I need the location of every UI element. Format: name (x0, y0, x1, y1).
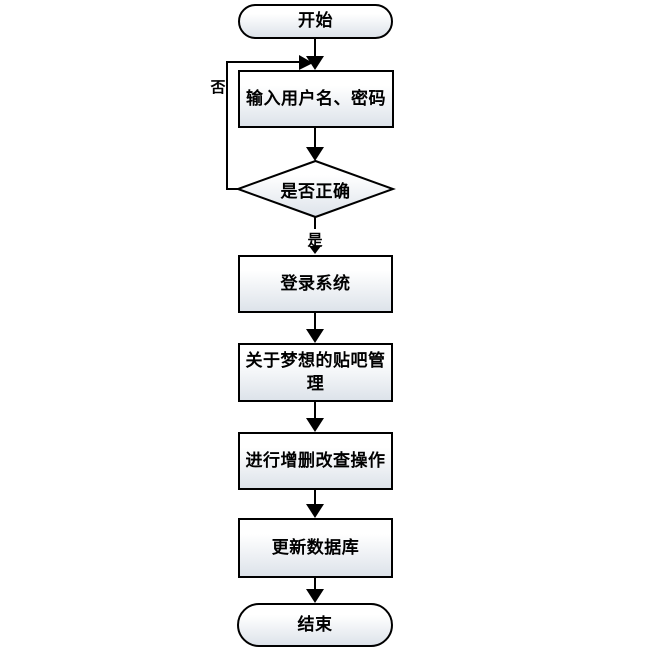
node-start-label: 开始 (298, 11, 333, 32)
node-login-system: 登录系统 (238, 255, 393, 313)
node-input-credentials-label: 输入用户名、密码 (246, 88, 386, 109)
node-end: 结束 (237, 603, 393, 647)
node-start: 开始 (238, 4, 393, 39)
arrowhead-into-decision (306, 147, 324, 161)
node-tieba-management-label: 关于梦想的贴吧管理 (245, 350, 386, 394)
node-decision: 是否正确 (238, 161, 393, 217)
edge-label-no: 否 (210, 78, 226, 96)
arrowhead-no-loop (299, 55, 313, 70)
node-update-database: 更新数据库 (238, 518, 393, 578)
arrowhead-into-end (306, 589, 324, 603)
edge-label-yes: 是 (307, 231, 323, 249)
node-update-database-label: 更新数据库 (271, 537, 360, 558)
arrowhead-into-manage (306, 329, 324, 343)
arrowhead-into-crud (306, 418, 324, 432)
node-crud-operations: 进行增删改查操作 (238, 432, 393, 490)
arrowhead-into-update (306, 504, 324, 518)
arrowhead-into-input (306, 56, 324, 70)
node-input-credentials: 输入用户名、密码 (238, 70, 394, 128)
node-tieba-management: 关于梦想的贴吧管理 (238, 343, 393, 402)
arrowhead-into-login (309, 246, 321, 254)
node-decision-label: 是否正确 (280, 181, 351, 202)
edge-no-loop (226, 61, 299, 190)
node-login-system-label: 登录系统 (280, 273, 351, 294)
node-crud-operations-label: 进行增删改查操作 (245, 450, 386, 471)
node-end-label: 结束 (297, 614, 333, 635)
